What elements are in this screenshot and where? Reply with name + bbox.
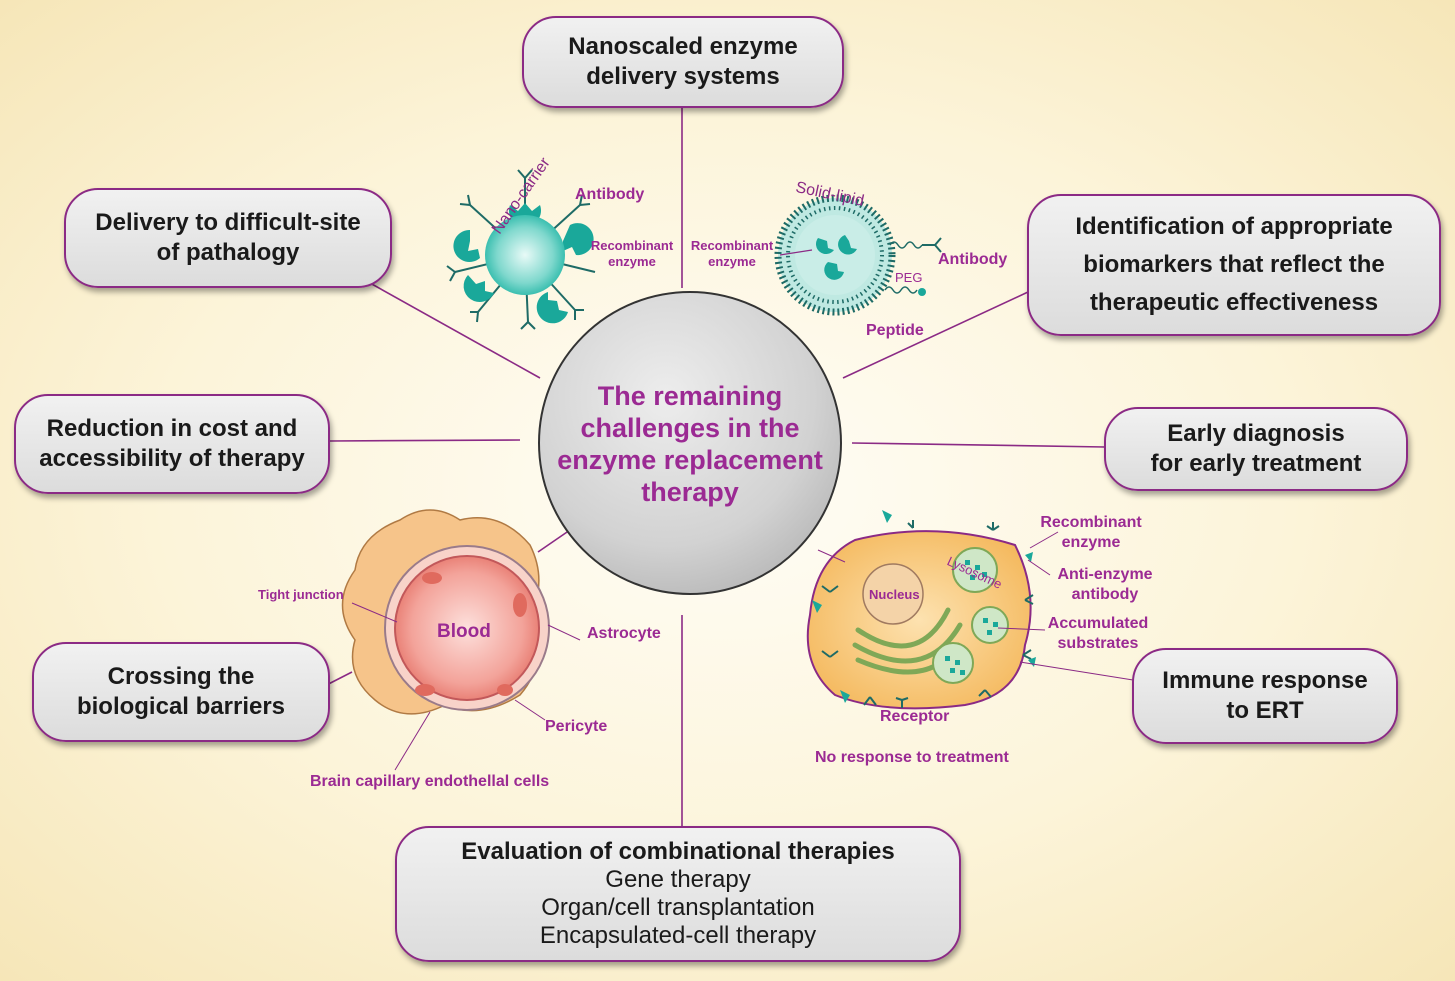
combination-item: Gene therapy: [605, 866, 751, 893]
label-accumulated-line1: Accumulated: [1047, 615, 1149, 632]
box-cost-line2: accessibility of therapy: [39, 445, 305, 472]
box-biomarkers-line2: biomarkers that reflect the: [1083, 251, 1385, 278]
box-cost-line1: Reduction in cost and: [46, 415, 298, 442]
label-anti-enzyme-line1: Anti-enzyme: [1057, 566, 1153, 583]
label-pericyte: Pericyte: [545, 718, 608, 735]
box-nanoscaled-line1: Nanoscaled enzyme: [568, 33, 798, 60]
label-anti-enzyme: Anti-enzyme antibody: [1049, 565, 1161, 605]
solid-lipid-illustration: [774, 194, 942, 316]
box-delivery-difficult-site: Delivery to difficult-site of pathalogy: [64, 188, 392, 288]
box-barriers-line1: Crossing the: [107, 663, 255, 690]
box-immune-line1: Immune response: [1162, 667, 1368, 694]
box-crossing-barriers: Crossing the biological barriers: [32, 642, 330, 742]
label-accumulated: Accumulated substrates: [1041, 614, 1155, 654]
box-biomarkers-line3: therapeutic effectiveness: [1089, 289, 1379, 316]
center-sphere: [538, 291, 842, 595]
box-biomarkers-line1: Identification of appropriate: [1075, 213, 1393, 240]
label-cell-recombinant-line2: enzyme: [1061, 534, 1121, 551]
label-recombinant-right-line1: Recombinant: [690, 238, 774, 253]
box-nanoscaled-delivery: Nanoscaled enzyme delivery systems: [522, 16, 844, 108]
nano-carrier-illustration: [446, 169, 596, 330]
box-delivery-line1: Delivery to difficult-site: [95, 209, 361, 236]
label-recombinant-right-line2: enzyme: [708, 254, 756, 269]
box-barriers-line2: biological barriers: [76, 693, 286, 720]
combination-item: Organ/cell transplantation: [541, 894, 815, 921]
label-peg: PEG: [895, 270, 923, 285]
cell-illustration: [806, 510, 1134, 710]
box-early-line2: for early treatment: [1150, 450, 1362, 477]
center-title: The remaining challenges in the enzyme r…: [557, 381, 823, 507]
label-nucleus: Nucleus: [869, 587, 920, 602]
box-combinational-therapies: Evaluation of combinational therapies Ge…: [395, 826, 961, 962]
box-immune-response: Immune response to ERT: [1132, 648, 1398, 744]
box-delivery-line2: of pathalogy: [156, 239, 300, 266]
label-cell-recombinant: Recombinant enzyme: [1033, 513, 1149, 553]
label-recombinant-left-line2: enzyme: [608, 254, 656, 269]
box-early-diagnosis: Early diagnosis for early treatment: [1104, 407, 1408, 491]
label-receptor: Receptor: [880, 708, 950, 725]
box-biomarkers: Identification of appropriate biomarkers…: [1027, 194, 1441, 336]
label-recombinant-left-line1: Recombinant: [590, 238, 674, 253]
box-immune-line2: to ERT: [1226, 697, 1304, 724]
combination-item: Encapsulated-cell therapy: [539, 922, 817, 949]
box-nanoscaled-line2: delivery systems: [586, 63, 780, 90]
label-peptide: Peptide: [866, 322, 924, 339]
label-recombinant-right: Recombinant enzyme: [686, 238, 778, 270]
blood-brain-barrier-illustration: [341, 509, 581, 771]
label-antibody-left: Antibody: [575, 186, 645, 203]
label-no-response: No response to treatment: [815, 749, 1009, 766]
label-blood: Blood: [437, 621, 491, 642]
label-cell-recombinant-line1: Recombinant: [1040, 514, 1142, 531]
label-astrocyte: Astrocyte: [587, 625, 661, 642]
label-recombinant-left: Recombinant enzyme: [586, 238, 678, 270]
box-combination-title: Evaluation of combinational therapies: [461, 838, 895, 865]
box-early-line1: Early diagnosis: [1167, 420, 1345, 447]
label-tight-junction: Tight junction: [258, 587, 344, 602]
label-accumulated-line2: substrates: [1057, 635, 1139, 652]
label-anti-enzyme-line2: antibody: [1071, 586, 1139, 603]
label-endothelial: Brain capillary endothellal cells: [310, 773, 550, 790]
box-reduction-cost: Reduction in cost and accessibility of t…: [14, 394, 330, 494]
label-antibody-right: Antibody: [938, 251, 1008, 268]
